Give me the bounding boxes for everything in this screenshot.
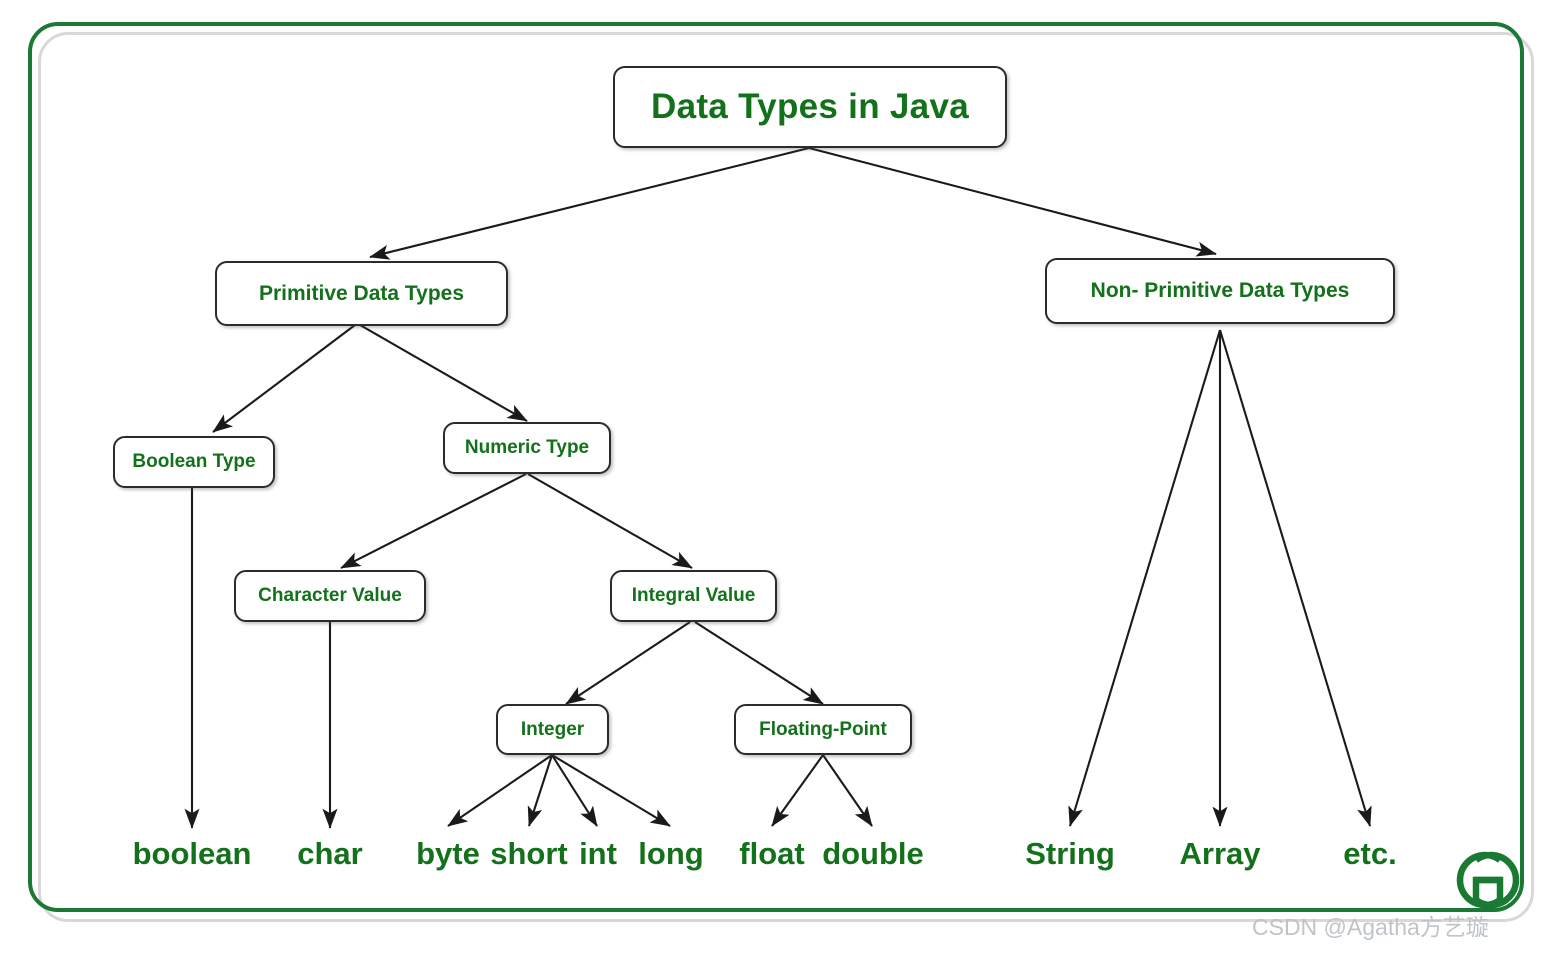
node-floating-point[interactable]: Floating-Point <box>734 704 912 755</box>
node-integral-value-label: Integral Value <box>631 585 756 606</box>
node-root[interactable]: Data Types in Java <box>613 66 1007 148</box>
node-integer-label: Integer <box>520 718 585 740</box>
node-primitive-label: Primitive Data Types <box>258 281 465 305</box>
leaf-byte: byte <box>416 836 480 871</box>
node-integer[interactable]: Integer <box>496 704 609 755</box>
leaf-string: String <box>1025 836 1115 871</box>
leaf-boolean: boolean <box>132 836 252 871</box>
leaf-etc: etc. <box>1343 836 1397 871</box>
outer-frame-shadow <box>38 32 1534 922</box>
node-boolean-type-label: Boolean Type <box>132 451 256 472</box>
node-character-value-label: Character Value <box>258 585 402 606</box>
node-boolean-type[interactable]: Boolean Type <box>113 436 275 488</box>
geeksforgeeks-logo <box>1456 851 1520 909</box>
node-floating-point-label: Floating-Point <box>759 718 887 740</box>
node-integral-value[interactable]: Integral Value <box>610 570 777 622</box>
node-character-value[interactable]: Character Value <box>234 570 426 622</box>
node-root-label: Data Types in Java <box>651 87 969 126</box>
node-primitive-data-types[interactable]: Primitive Data Types <box>215 261 508 326</box>
leaf-double: double <box>822 836 924 871</box>
outer-frame <box>28 22 1524 912</box>
node-numeric-type-label: Numeric Type <box>464 437 590 458</box>
leaf-int: int <box>579 836 617 871</box>
leaf-float: float <box>739 836 805 871</box>
node-numeric-type[interactable]: Numeric Type <box>443 422 611 474</box>
csdn-watermark: CSDN @Agatha方艺璇 <box>1252 914 1489 940</box>
leaf-array: Array <box>1179 836 1261 871</box>
node-non-primitive-data-types[interactable]: Non- Primitive Data Types <box>1045 258 1395 324</box>
leaf-short: short <box>490 836 568 871</box>
node-non-primitive-label: Non- Primitive Data Types <box>1090 279 1350 302</box>
leaf-char: char <box>297 836 363 871</box>
leaf-long: long <box>638 836 704 871</box>
